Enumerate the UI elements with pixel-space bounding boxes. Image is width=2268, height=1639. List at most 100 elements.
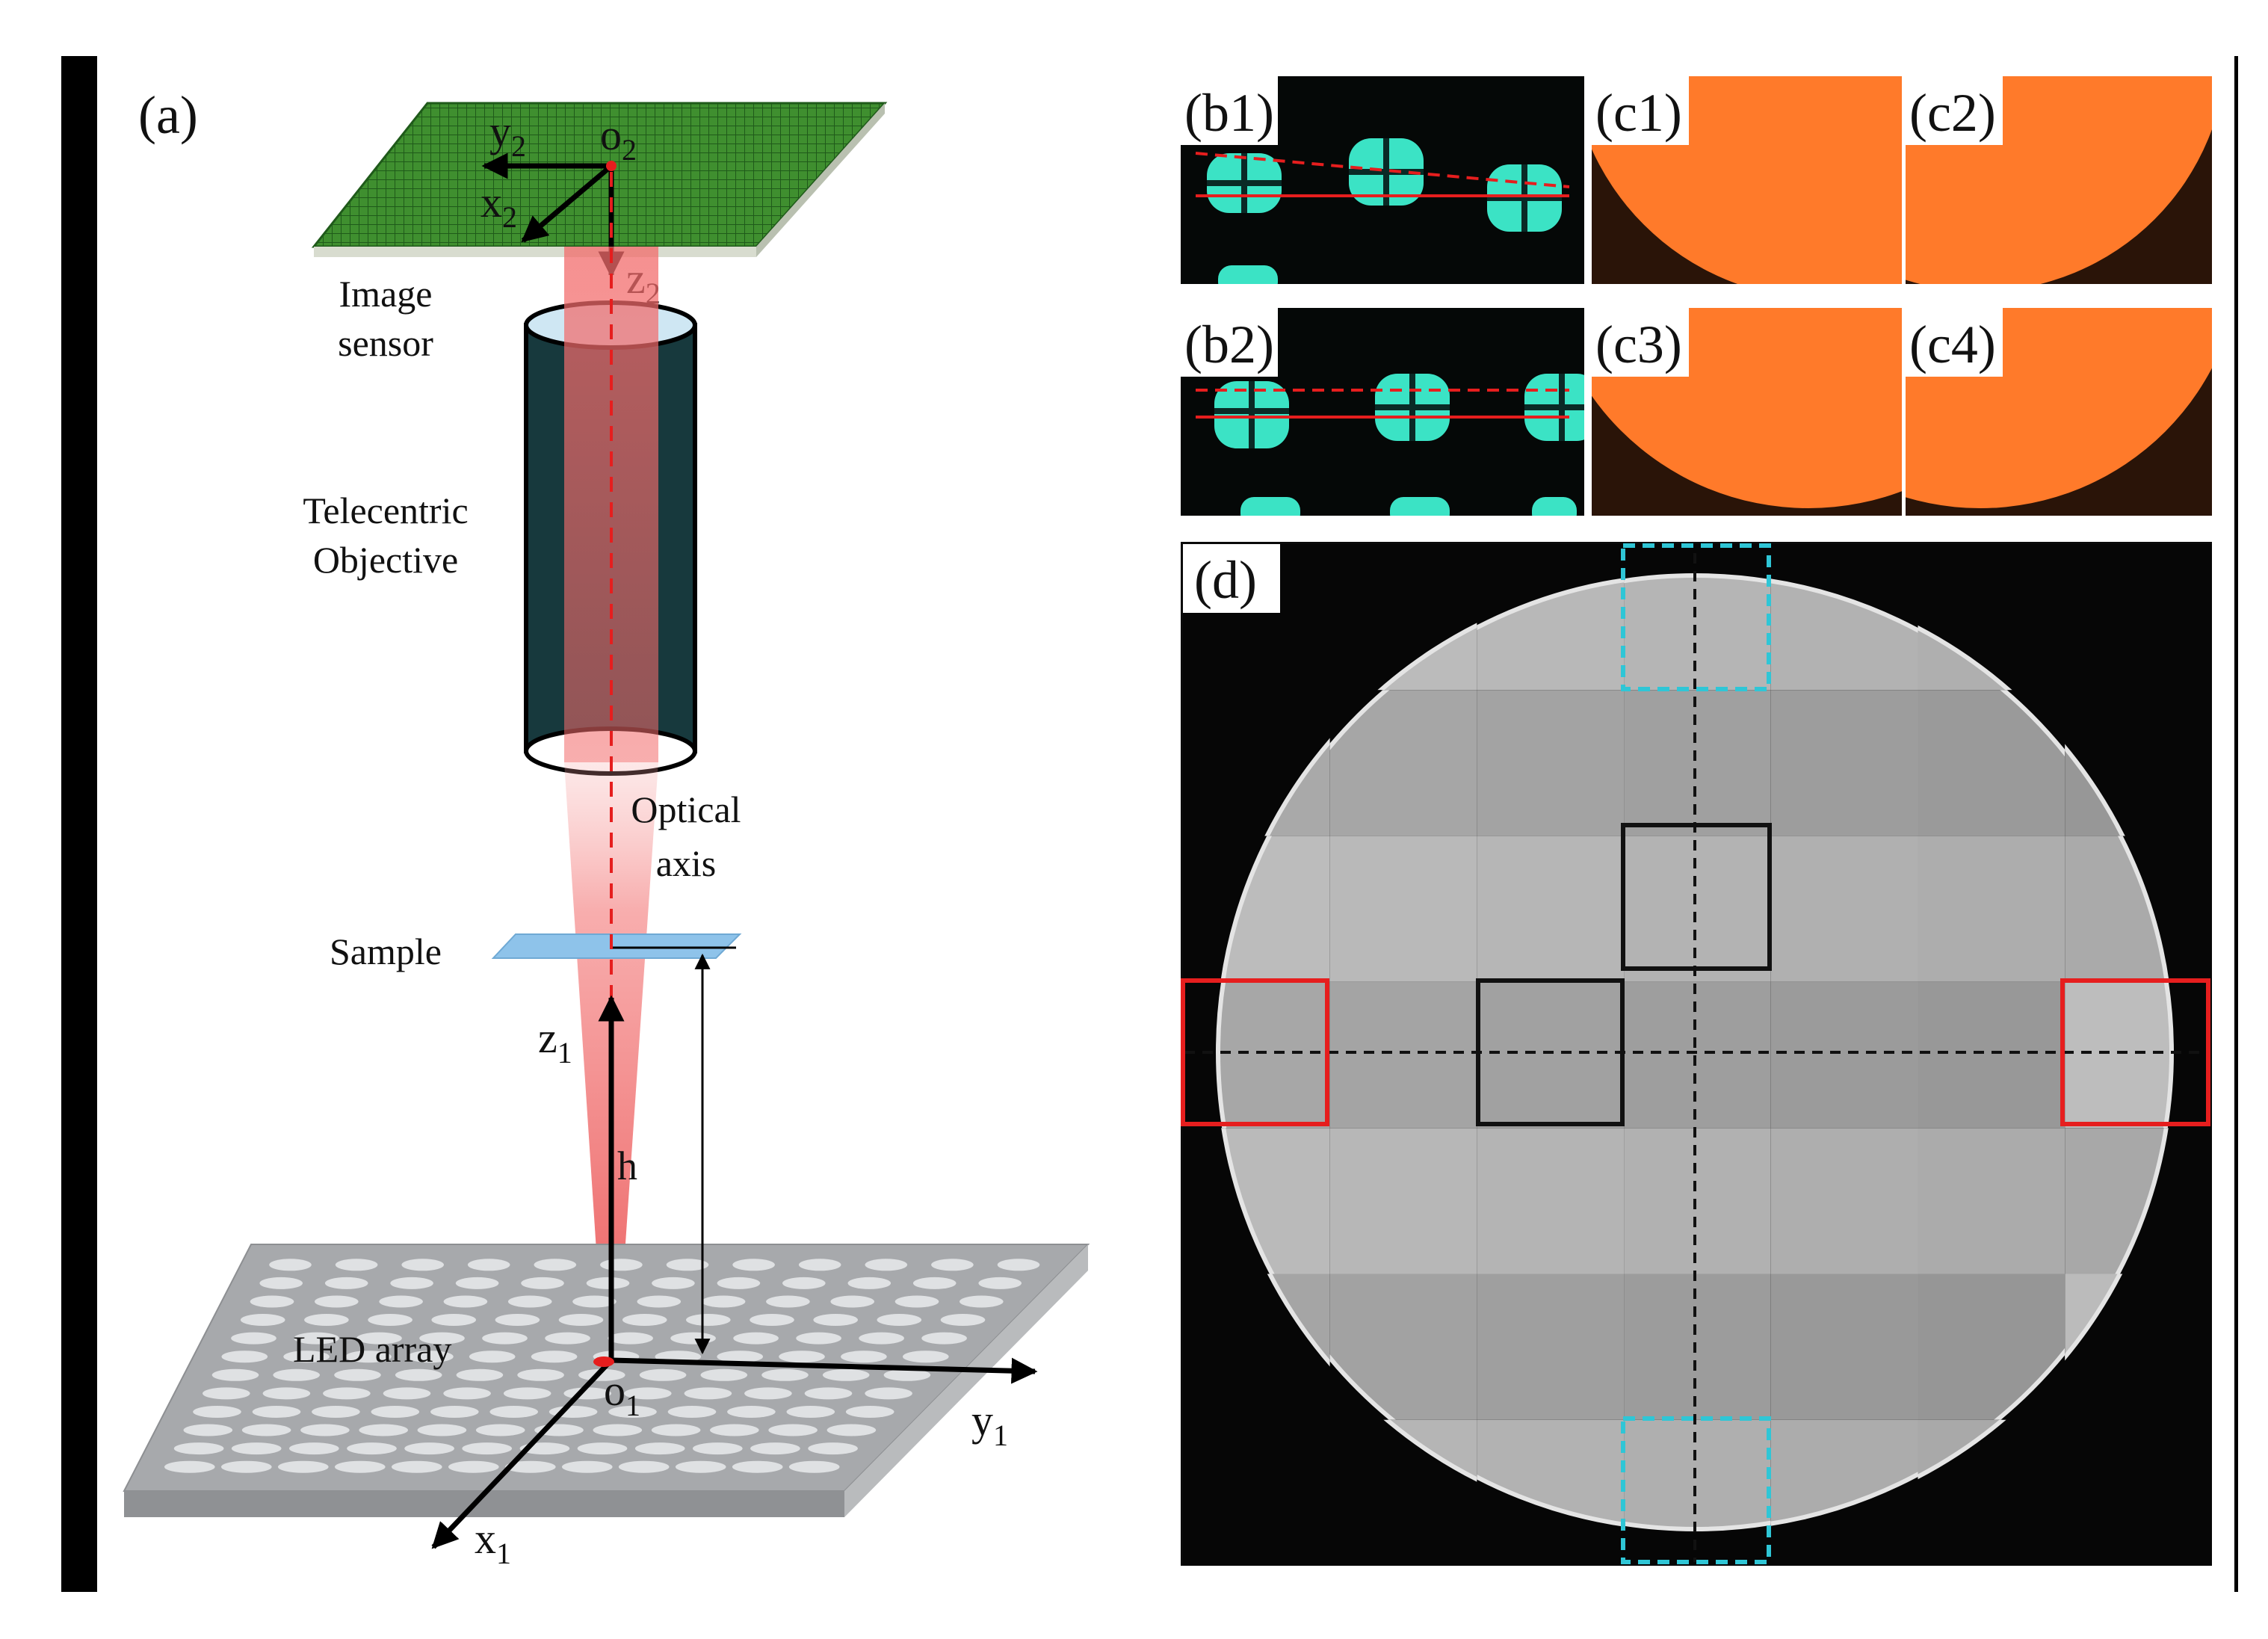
led-dot — [312, 1406, 360, 1418]
panel-c3-label: (c3) — [1595, 315, 1682, 374]
led-dot — [577, 1442, 628, 1455]
led-dot — [304, 1314, 349, 1326]
led-dot — [379, 1295, 423, 1308]
mosaic-tile — [1183, 1274, 1330, 1420]
mosaic-tile — [1624, 544, 1771, 691]
led-dot — [262, 1387, 311, 1400]
led-dot — [419, 1332, 465, 1345]
led-dot — [495, 1314, 540, 1326]
mosaic-tile — [1624, 1128, 1771, 1274]
led-dot — [912, 1277, 957, 1289]
led-dot — [622, 1314, 667, 1326]
mosaic-tile — [1477, 836, 1625, 982]
mosaic-tile — [1770, 544, 1918, 691]
led-dot — [430, 1406, 479, 1418]
led-dot — [231, 1442, 282, 1455]
led-dot — [300, 1424, 350, 1436]
led-dot — [624, 1387, 672, 1400]
led-dot — [788, 1460, 840, 1473]
mosaic-tile — [1329, 981, 1477, 1129]
led-dot — [545, 1332, 590, 1345]
led-dot — [283, 1351, 330, 1363]
led-dot — [826, 1424, 877, 1436]
led-dot — [269, 1259, 312, 1271]
mosaic-tile — [1624, 836, 1771, 982]
led-dot — [323, 1387, 371, 1400]
image-sensor-label-1: Image — [339, 273, 433, 315]
d-black-box-left — [1476, 978, 1625, 1126]
led-dot — [294, 1332, 339, 1345]
mosaic-tile — [1329, 1128, 1477, 1274]
sample-slide — [491, 933, 742, 959]
led-dot — [593, 1424, 643, 1436]
led-dot — [203, 1387, 250, 1400]
led-dot — [392, 1460, 442, 1473]
left-border-bar — [61, 56, 97, 1592]
led-dot — [841, 1351, 887, 1363]
led-dot — [960, 1295, 1004, 1308]
mosaic-tile — [1918, 690, 2065, 836]
led-dot — [467, 1259, 510, 1271]
led-dot — [273, 1368, 321, 1381]
mosaic-tile — [1183, 1419, 1330, 1566]
led-dot — [324, 1277, 368, 1289]
d-cyan-box-top — [1621, 543, 1771, 691]
mosaic-tile — [2065, 690, 2212, 836]
mosaic-tile — [2065, 981, 2212, 1129]
led-dot — [750, 1442, 800, 1455]
led-dot — [475, 1424, 525, 1436]
led-dot — [183, 1424, 233, 1436]
mosaic-tile — [1624, 1419, 1771, 1566]
led-dot — [586, 1277, 630, 1289]
mosaic-tile — [2065, 544, 2212, 691]
mosaic-tile — [1770, 1419, 1918, 1566]
led-dot — [618, 1460, 670, 1473]
mosaic-tile — [2065, 1419, 2212, 1566]
led-dot — [507, 1295, 552, 1308]
mosaic-tiles — [1183, 544, 2212, 1566]
panel-c2: (c2) — [1906, 76, 2212, 284]
led-dot — [431, 1314, 476, 1326]
led-dot — [531, 1351, 578, 1363]
led-dot — [448, 1460, 499, 1473]
led-dot — [334, 1368, 381, 1381]
origin-o1-marker — [593, 1356, 614, 1367]
led-dot — [727, 1406, 776, 1418]
led-dot — [211, 1368, 259, 1381]
panel-a-label: (a) — [138, 85, 198, 145]
led-dot — [813, 1314, 858, 1326]
led-dot — [482, 1332, 528, 1345]
led-dot — [701, 1295, 746, 1308]
led-dot — [877, 1314, 922, 1326]
led-dot — [241, 1424, 291, 1436]
led-dot — [670, 1332, 716, 1345]
panel-d-label: (d) — [1194, 550, 1257, 610]
led-dot — [830, 1295, 874, 1308]
led-dot — [865, 1259, 908, 1271]
mosaic-tile — [1918, 981, 2065, 1129]
led-dot — [693, 1442, 743, 1455]
led-dot — [608, 1332, 653, 1345]
led-dot — [371, 1406, 420, 1418]
led-dot — [766, 1295, 810, 1308]
mosaic-tile — [1183, 1128, 1330, 1274]
led-dot — [252, 1406, 301, 1418]
led-dot — [289, 1442, 339, 1455]
z1-label: z1 — [538, 1013, 572, 1069]
mosaic-tile — [1477, 1274, 1625, 1420]
led-dot — [931, 1259, 974, 1271]
led-dot — [572, 1295, 617, 1308]
mosaic-tile — [1183, 690, 1330, 836]
led-dot — [796, 1332, 841, 1345]
mosaic-tile — [1624, 1274, 1771, 1420]
led-dot — [786, 1406, 835, 1418]
objective-label-2: Objective — [313, 539, 458, 581]
led-dot — [383, 1387, 431, 1400]
led-array-label: LED array — [293, 1328, 451, 1370]
led-dot — [462, 1442, 512, 1455]
led-dot — [921, 1332, 967, 1345]
led-dot — [782, 1277, 826, 1289]
mosaic-tile — [1329, 690, 1477, 836]
image-sensor-label-2: sensor — [338, 322, 433, 364]
led-dot — [368, 1314, 412, 1326]
